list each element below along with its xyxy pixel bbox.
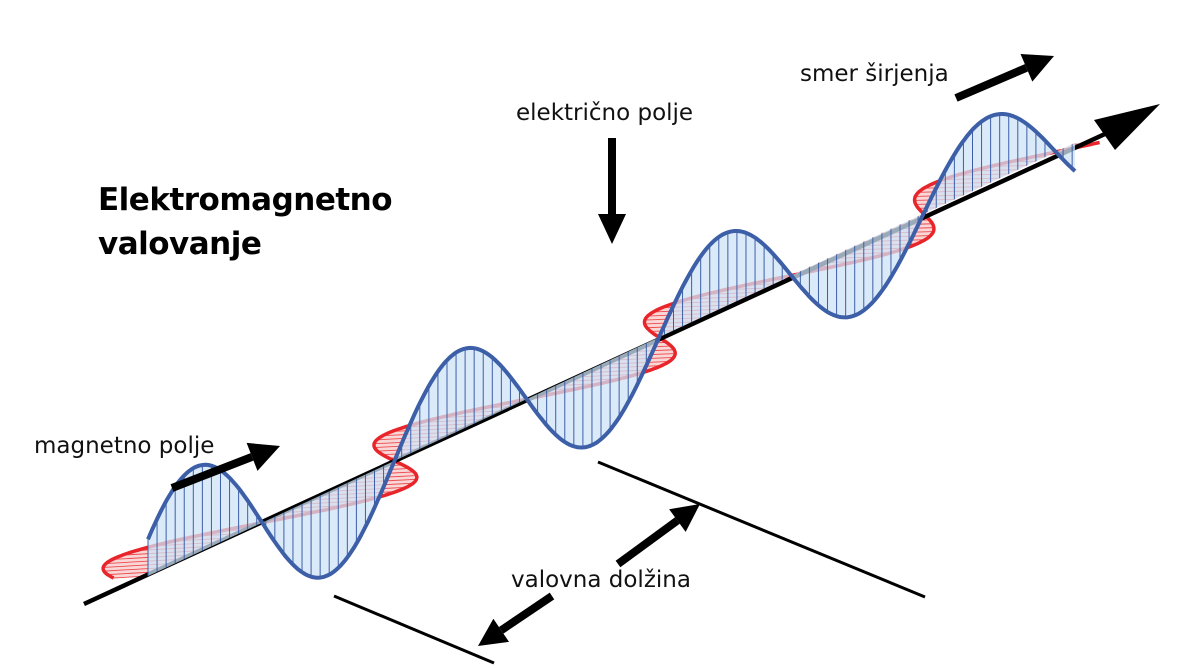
arrow-shaft <box>498 592 555 634</box>
arrow-head <box>669 504 700 532</box>
wavelength-line-1 <box>333 594 495 665</box>
magnetic-field-arrow-icon <box>170 442 280 492</box>
electric-wave-fill <box>148 114 1075 578</box>
diagram-title: Elektromagnetno valovanje <box>98 178 393 266</box>
title-line-1: Elektromagnetno <box>98 182 393 218</box>
electric-field-label: električno polje <box>516 100 694 126</box>
propagation-direction-label: smer širjenja <box>800 61 949 87</box>
arrow-head <box>1020 54 1054 82</box>
arrow-shaft <box>954 64 1029 102</box>
wavelength-arrow-up-icon <box>615 504 700 568</box>
propagation-direction-arrow-icon <box>954 54 1054 102</box>
arrow-head <box>246 442 280 471</box>
wavelength-line-2 <box>597 460 926 599</box>
electric-wave-curve <box>146 112 1077 580</box>
arrow-shaft <box>170 453 254 492</box>
arrow-head <box>598 214 626 244</box>
wavelength-label: valovna dolžina <box>511 567 691 593</box>
arrow-right-icon <box>1094 104 1160 150</box>
electric-field-wave <box>146 112 1077 580</box>
wavelength-arrow-down-icon <box>478 592 555 646</box>
magnetic-field-label: magnetno polje <box>34 433 215 459</box>
title-line-2: valovanje <box>98 226 262 262</box>
arrow-head <box>478 618 510 646</box>
arrow-shaft <box>615 517 680 568</box>
electric-field-arrow-icon <box>598 138 626 244</box>
